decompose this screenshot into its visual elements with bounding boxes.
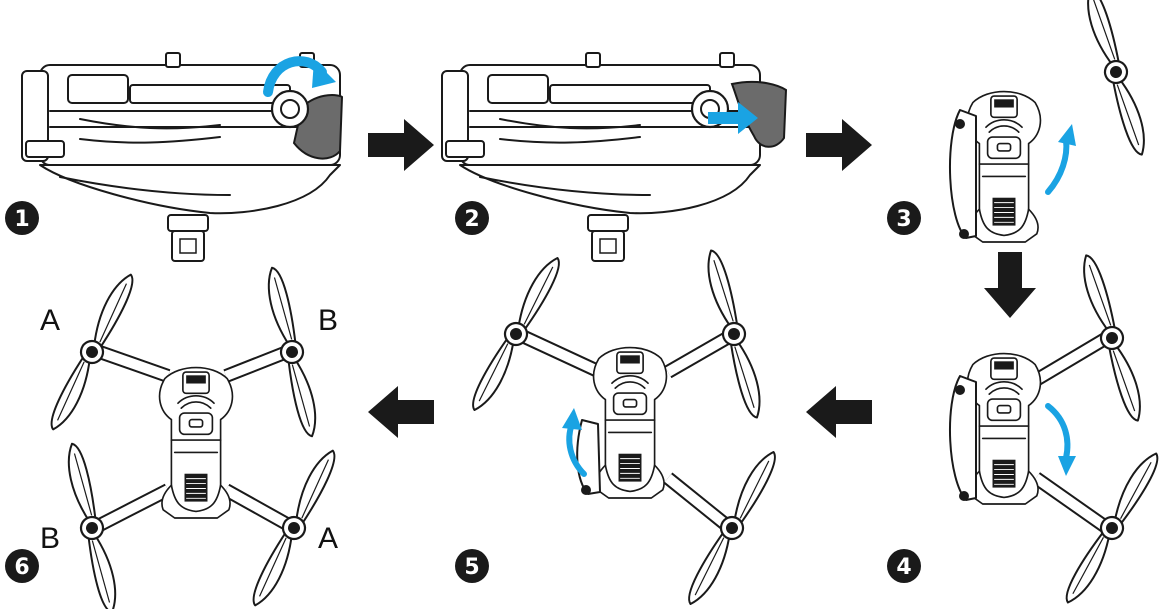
flow-arrow-1-to-2: [368, 119, 434, 171]
step-badge-1: 1: [5, 201, 39, 235]
unfold-arrow-step-4: [1045, 403, 1071, 461]
propeller-rear-left: [47, 440, 137, 609]
step-badge-6: 6: [5, 549, 39, 583]
step-5-illustration: [468, 247, 782, 609]
svg-text:6: 6: [14, 555, 29, 580]
step-badge-5: 5: [455, 549, 489, 583]
flow-arrow-4-to-5: [806, 386, 872, 438]
step-badge-2: 2: [455, 201, 489, 235]
unfold-arrow-step-4-head: [1058, 456, 1076, 476]
svg-text:4: 4: [896, 555, 911, 580]
rotate-arrow-head: [312, 60, 336, 88]
step-4-illustration: [948, 252, 1163, 609]
step-6-illustration: [47, 264, 339, 609]
propeller-front-left: [47, 264, 137, 440]
step-3-illustration: [948, 0, 1167, 243]
motor-label-rear-right: A: [318, 522, 338, 555]
flow-arrow-2-to-3: [806, 119, 872, 171]
unfold-arrow-step-3-head: [1058, 124, 1076, 146]
unfold-arrow-step-3: [1045, 137, 1070, 195]
propeller-front-right: [247, 264, 337, 440]
step-badge-3: 3: [887, 201, 921, 235]
svg-text:1: 1: [14, 207, 29, 232]
motor-label-front-left: A: [40, 304, 60, 337]
svg-text:3: 3: [896, 207, 911, 232]
step-badge-4: 4: [887, 549, 921, 583]
remove-arrow: [708, 102, 758, 134]
svg-text:5: 5: [464, 555, 479, 580]
motor-label-rear-left: B: [40, 522, 60, 555]
flow-arrow-5-to-6: [368, 386, 434, 438]
motor-label-front-right: B: [318, 304, 338, 337]
step-2-illustration: [441, 52, 761, 262]
step-1-illustration: [21, 52, 344, 262]
flow-arrow-3-to-4: [984, 252, 1036, 318]
svg-text:2: 2: [464, 207, 479, 232]
unfold-arrow-step-5-head: [562, 408, 582, 430]
